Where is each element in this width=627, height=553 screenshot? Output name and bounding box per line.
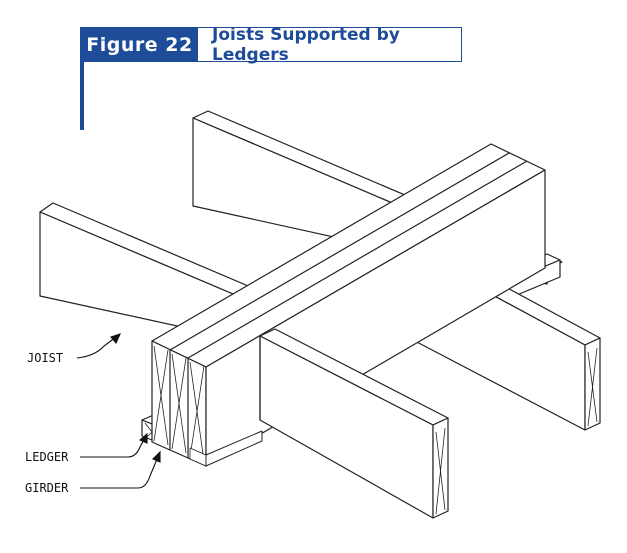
girder-arrowhead xyxy=(152,450,161,463)
joist-front-center xyxy=(259,328,449,519)
joist-arrowhead xyxy=(110,333,122,345)
figure-header: Figure 22 Joists Supported by Ledgers xyxy=(80,24,462,65)
girder-leader xyxy=(80,451,161,489)
accent-bar xyxy=(80,62,84,130)
joist-label: JOIST xyxy=(27,351,63,365)
ledger-label: LEDGER xyxy=(25,450,69,464)
joist-leader xyxy=(76,333,121,359)
ledger-near-side-front xyxy=(205,430,263,467)
figure-number: Figure 22 xyxy=(81,28,198,61)
ledger-arrowhead xyxy=(138,432,148,444)
girder-label: GIRDER xyxy=(25,481,69,495)
figure-title: Joists Supported by Ledgers xyxy=(212,24,400,65)
ledger-leader xyxy=(80,433,148,458)
